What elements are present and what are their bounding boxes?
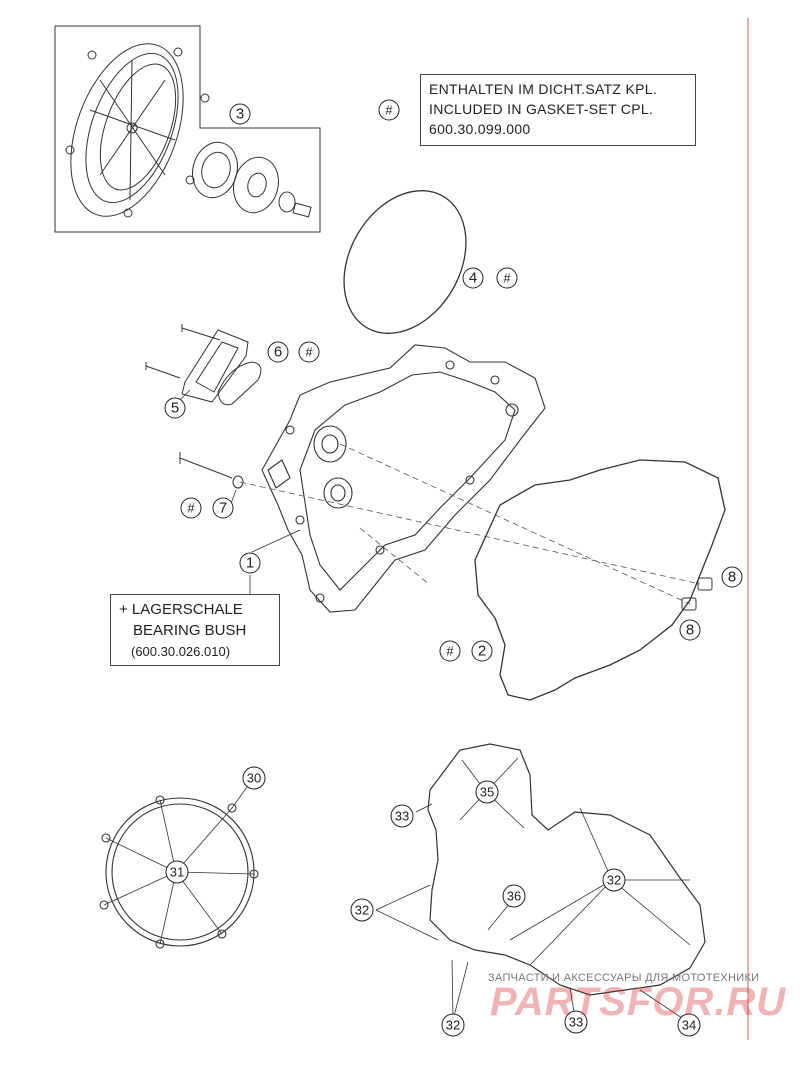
assembly-axes (239, 443, 701, 605)
hash-symbol: # (503, 271, 511, 286)
ref-33b: 33 (564, 1010, 588, 1034)
ref-1: 1 (239, 552, 261, 574)
ref-30: 30 (242, 766, 266, 790)
hash-symbol: # (385, 103, 393, 118)
ref-8b: 8 (679, 619, 701, 641)
inspection-cap-drawing (192, 141, 312, 218)
ref-6: 6 (267, 341, 289, 363)
gasket-note-line2: INCLUDED IN GASKET-SET CPL. (429, 101, 654, 117)
bush-note-line1: + LAGERSCHALE (119, 601, 243, 618)
ref-5-label: 5 (171, 400, 179, 417)
ref-32b: 32 (602, 868, 626, 892)
ref-7-label: 7 (219, 500, 227, 517)
o-ring-gasket (343, 190, 467, 334)
ref-32c-label: 32 (446, 1018, 460, 1033)
ref-hash-4: # (496, 267, 518, 289)
gasket-note-line3: 600.30.099.000 (429, 121, 531, 137)
ref-hash-6: # (298, 341, 320, 363)
ref-34-label: 34 (682, 1018, 696, 1033)
watermark-tagline: ЗАПЧАСТИ И АКСЕССУАРЫ ДЛЯ МОТОТЕХНИКИ (488, 972, 760, 984)
gasket-set-note: ENTHALTEN IM DICHT.SATZ KPL. INCLUDED IN… (420, 74, 696, 146)
bush-note-line2: BEARING BUSH (133, 622, 247, 639)
bush-note-line3: (600.30.026.010) (131, 644, 231, 659)
ref-6-label: 6 (274, 344, 282, 361)
ref-32c: 32 (441, 1013, 465, 1037)
bearing-bush-note: + LAGERSCHALE BEARING BUSH (600.30.026.0… (110, 594, 280, 666)
ref-3: 3 (229, 103, 251, 125)
ref-31: 31 (165, 860, 189, 884)
ref-36-label: 36 (507, 889, 521, 904)
ref-33b-label: 33 (569, 1015, 583, 1030)
ref-3-label: 3 (236, 106, 244, 123)
ref-hash-2: # (439, 640, 461, 662)
crankcase-gasket-lower (427, 743, 706, 996)
hash-symbol: # (187, 501, 195, 516)
ref-5: 5 (164, 397, 186, 419)
clutch-cover-drawing (65, 43, 210, 218)
hash-symbol: # (305, 345, 313, 360)
ref-32a: 32 (350, 898, 374, 922)
cover-plate-drawing (145, 324, 262, 406)
ref-33a-label: 33 (395, 809, 409, 824)
ref-32b-label: 32 (607, 873, 621, 888)
ref-hash-gasketnote: # (378, 99, 400, 121)
leader-lines-31 (103, 779, 255, 945)
hash-symbol: # (446, 644, 454, 659)
ref-32a-label: 32 (355, 903, 369, 918)
ref-8a-label: 8 (728, 569, 736, 586)
clutch-cover-main (261, 344, 546, 613)
dowel-pins (681, 577, 713, 611)
ref-35-label: 35 (480, 785, 494, 800)
ref-1-label: 1 (246, 555, 254, 572)
ref-36: 36 (502, 884, 526, 908)
ref-34: 34 (677, 1013, 701, 1037)
ref-2-label: 2 (478, 643, 486, 660)
ref-2: 2 (471, 640, 493, 662)
ref-30-label: 30 (247, 771, 261, 786)
bolt-7-drawing (179, 452, 244, 489)
ref-8b-label: 8 (686, 622, 694, 639)
clutch-gasket-lower (99, 795, 259, 949)
gasket-note-line1: ENTHALTEN IM DICHT.SATZ KPL. (429, 81, 658, 97)
ref-35: 35 (475, 780, 499, 804)
ref-4-label: 4 (469, 270, 477, 287)
ref-33a: 33 (390, 804, 414, 828)
ref-7: 7 (212, 497, 234, 519)
ref-4: 4 (462, 267, 484, 289)
ref-hash-7: # (180, 497, 202, 519)
ref-31-label: 31 (170, 865, 184, 880)
cover-gasket (474, 459, 726, 701)
cover-assembly-box (54, 25, 321, 233)
ref-8a: 8 (721, 566, 743, 588)
watermark-brand: PARTSFOR.RU (490, 980, 787, 1024)
